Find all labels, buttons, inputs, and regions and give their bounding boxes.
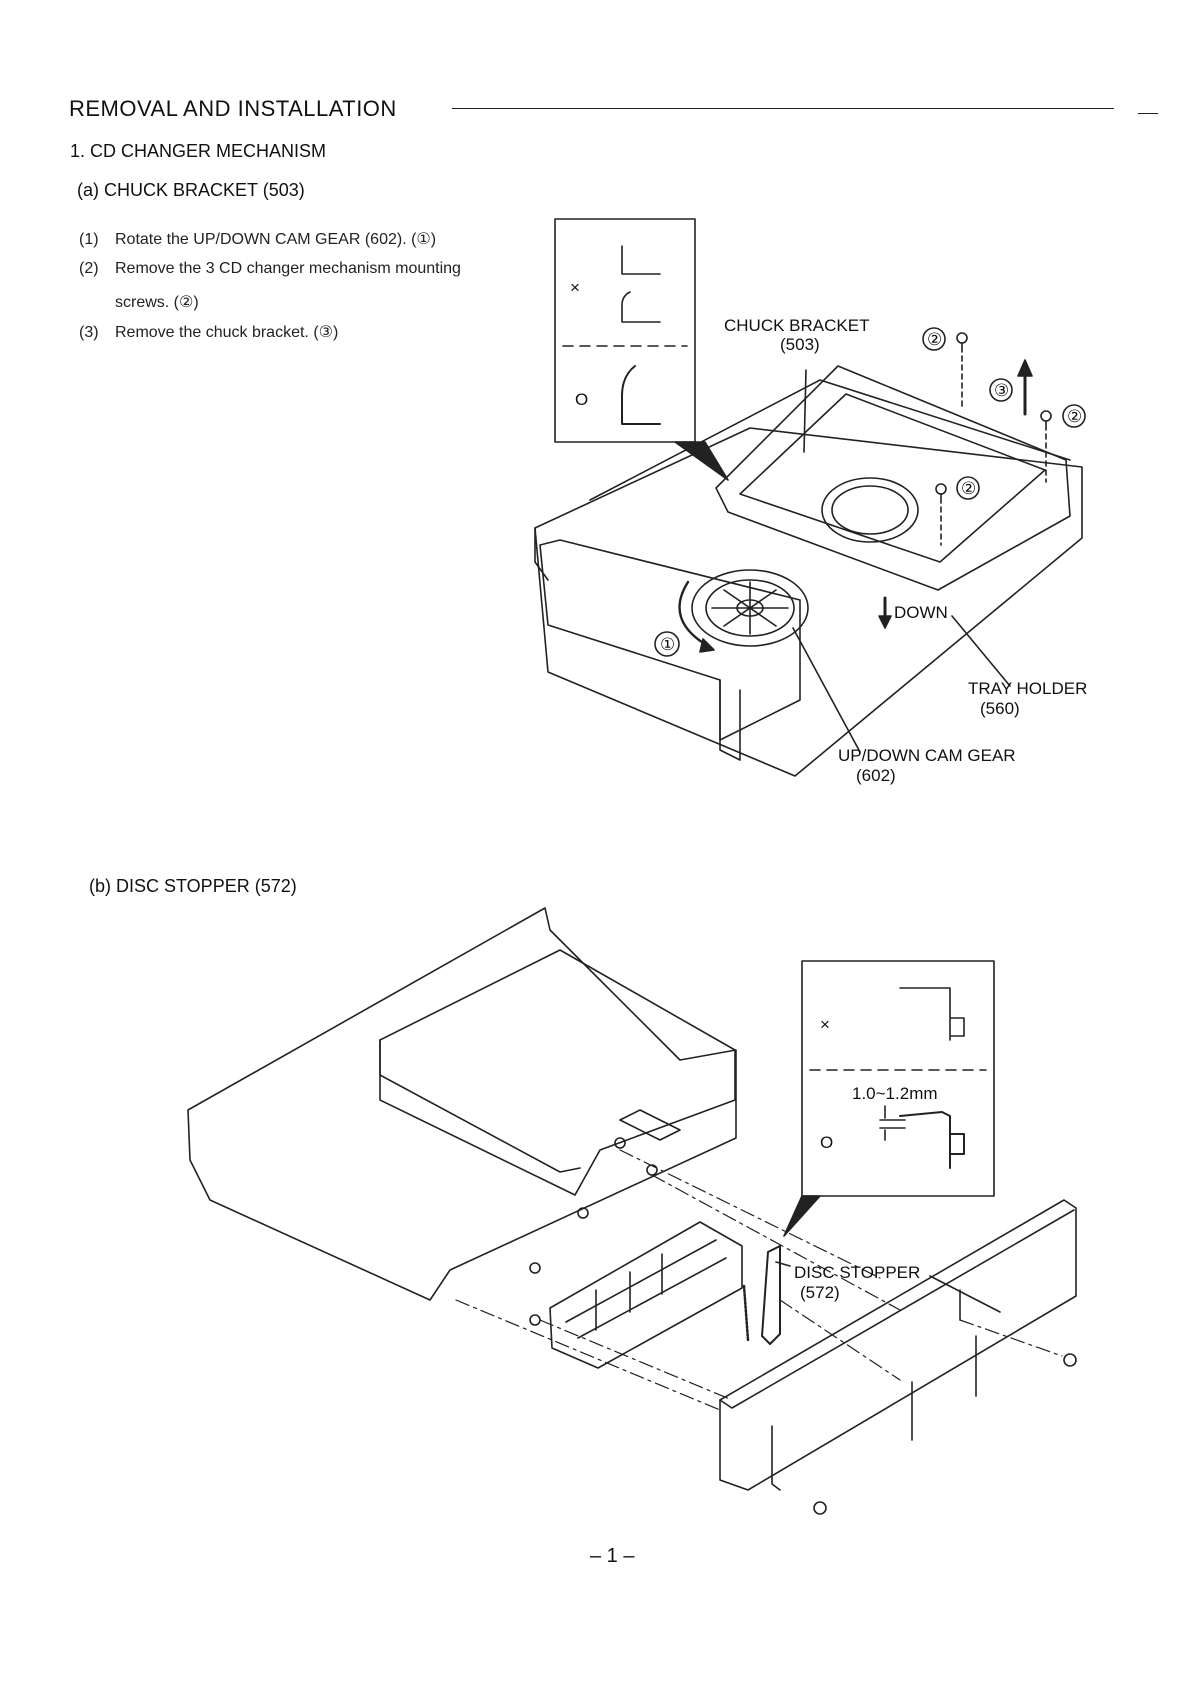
front-panel — [719, 1199, 1077, 1491]
label-tray-holder: TRAY HOLDER — [968, 679, 1087, 698]
cam-gear-ring — [705, 579, 795, 637]
label-tray-holder-num: (560) — [980, 699, 1020, 718]
screw-icon-front-right — [1063, 1353, 1077, 1367]
chuck-bracket-plate — [715, 365, 1071, 591]
inset-box-a — [554, 218, 696, 443]
stopper-shape-right — [899, 1111, 965, 1169]
subsection-title-disc-stopper: (b) DISC STOPPER (572) — [89, 876, 297, 896]
lift-arrow-head — [1017, 359, 1033, 377]
front-plate — [539, 539, 801, 741]
diagram-disc-stopper — [187, 907, 1077, 1515]
rear-chassis — [187, 907, 737, 1301]
middle-bracket-detail — [565, 1239, 727, 1339]
page-number: – 1 – — [590, 1545, 635, 1567]
chuck-disc — [821, 477, 919, 543]
diagram-chuck-bracket — [534, 218, 1086, 777]
screw-icon-drive-3 — [577, 1207, 589, 1219]
wrong-mark-b: × — [820, 1015, 830, 1034]
circled-1: ① — [660, 635, 675, 654]
right-mark-a: O — [575, 390, 588, 409]
step-number: (3) — [79, 324, 99, 341]
step-number: (1) — [79, 231, 99, 248]
callout-pointer-a — [674, 441, 729, 481]
front-panel-foot — [771, 1425, 781, 1491]
middle-bracket — [549, 1221, 743, 1369]
down-arrow-head — [878, 615, 892, 629]
leader-disc-stopper — [775, 1261, 791, 1267]
step-2: (2) Remove the 3 CD changer mechanism mou… — [79, 260, 461, 278]
screw-icon-front-bottom — [813, 1501, 827, 1515]
circle-num-2-middle — [956, 476, 980, 500]
screw-icon-left-2 — [529, 1314, 541, 1326]
circled-2-right: ② — [1067, 407, 1082, 426]
drive-box-tab — [619, 1109, 681, 1141]
circle-num-1 — [654, 631, 680, 657]
disc-stopper-part — [761, 1245, 781, 1345]
top-plate-edge — [589, 379, 1071, 501]
step-text: Remove the 3 CD changer mechanism mounti… — [115, 260, 461, 277]
step-text: Remove the chuck bracket. (③) — [115, 324, 339, 341]
label-cam-gear: UP/DOWN CAM GEAR — [838, 746, 1016, 765]
label-chuck-bracket-num: (503) — [780, 335, 820, 354]
screw-icon-right — [1040, 410, 1052, 431]
bracket-shape-right — [621, 365, 661, 425]
drive-box — [379, 949, 736, 1196]
chuck-disc-inner — [831, 485, 909, 535]
step-text: Rotate the UP/DOWN CAM GEAR (602). (①) — [115, 231, 437, 248]
front-panel-slots — [911, 1289, 977, 1441]
rotate-arrow — [678, 580, 710, 648]
circled-2-top: ② — [927, 330, 942, 349]
step-2-continuation: screws. (②) — [115, 294, 199, 311]
cam-gear-spokes — [711, 581, 789, 635]
label-disc-stopper: DISC STOPPER — [794, 1263, 920, 1282]
right-mark-b: O — [820, 1133, 833, 1152]
label-disc-stopper-num: (572) — [800, 1283, 840, 1302]
drive-box-edge — [379, 1039, 581, 1173]
label-cam-gear-num: (602) — [856, 766, 896, 785]
mechanism-outline — [534, 427, 1083, 777]
subsection-title-chuck-bracket: (a) CHUCK BRACKET (503) — [77, 180, 305, 200]
circle-num-3 — [989, 378, 1013, 402]
stopper-spring — [742, 1284, 750, 1342]
leader-disc-stopper-2 — [929, 1275, 1001, 1313]
wrong-mark-a: × — [570, 278, 580, 297]
assembly-lines — [455, 1149, 1063, 1411]
step-1: (1) Rotate the UP/DOWN CAM GEAR (602). (①… — [79, 229, 436, 249]
bracket-shape-wrong-1 — [621, 245, 661, 275]
page-heading: REMOVAL AND INSTALLATION — [69, 96, 397, 121]
screw-icon-middle — [935, 483, 947, 504]
leader-cam-gear — [792, 627, 861, 753]
circled-3: ③ — [994, 381, 1009, 400]
chuck-bracket-inner — [739, 393, 1046, 563]
section-title-cd-changer: 1. CD CHANGER MECHANISM — [70, 141, 327, 161]
screw-icon-top — [956, 332, 968, 353]
callout-pointer-b — [783, 1195, 821, 1237]
front-plate-fold — [719, 679, 741, 761]
bracket-shape-wrong-2 — [621, 291, 661, 323]
screw-icon-drive-2 — [646, 1164, 658, 1176]
circle-num-2-top — [922, 327, 946, 351]
label-gap: 1.0~1.2mm — [852, 1084, 938, 1103]
leader-chuck-bracket — [803, 369, 807, 453]
label-down: DOWN — [894, 603, 948, 622]
rotate-arrow-head — [699, 638, 715, 653]
screw-icon-drive-1 — [614, 1137, 626, 1149]
cam-gear-outer — [691, 569, 809, 647]
margin-dash — [1138, 113, 1158, 114]
front-panel-top-edge — [719, 1209, 1075, 1409]
circled-2-middle: ② — [961, 479, 976, 498]
step-3: (3) Remove the chuck bracket. (③) — [79, 322, 338, 342]
screw-icon-left-1 — [529, 1262, 541, 1274]
stopper-shape-wrong — [899, 987, 965, 1041]
step-number: (2) — [79, 260, 99, 277]
label-chuck-bracket: CHUCK BRACKET — [724, 316, 869, 335]
heading-rule — [452, 108, 1114, 109]
inset-box-b — [801, 960, 995, 1197]
circle-num-2-right — [1062, 404, 1086, 428]
leader-tray-holder — [951, 615, 1011, 687]
